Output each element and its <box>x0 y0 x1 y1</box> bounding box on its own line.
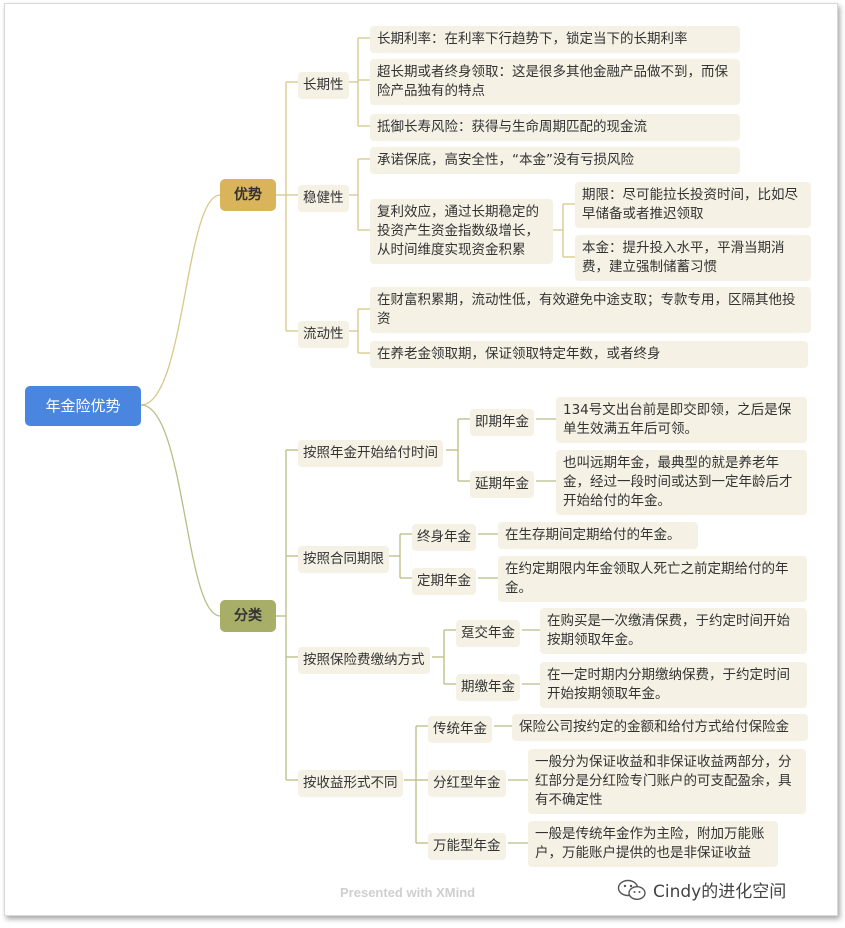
topic-immediate-annuity[interactable]: 即期年金 <box>470 409 534 436</box>
topic-universal-annuity[interactable]: 万能型年金 <box>428 833 506 860</box>
topic-participating-annuity[interactable]: 分红型年金 <box>428 770 506 797</box>
topic-installment-annuity[interactable]: 期缴年金 <box>456 674 520 701</box>
topic-lifetime-annuity[interactable]: 终身年金 <box>412 524 476 551</box>
leaf-guaranteed-principal[interactable]: 承诺保底，高安全性，“本金”没有亏损风险 <box>370 147 740 174</box>
wechat-icon <box>617 879 646 900</box>
topic-by-return-type[interactable]: 按收益形式不同 <box>298 770 403 797</box>
topic-by-contract-term[interactable]: 按照合同期限 <box>298 546 389 573</box>
topic-traditional-annuity[interactable]: 传统年金 <box>428 716 492 743</box>
root-topic[interactable]: 年金险优势 <box>25 386 141 426</box>
topic-deferred-annuity[interactable]: 延期年金 <box>470 471 534 498</box>
topic-single-premium-annuity[interactable]: 趸交年金 <box>456 620 520 647</box>
advantage-connectors <box>140 37 575 406</box>
topic-stability[interactable]: 稳健性 <box>298 185 349 212</box>
topic-liquidity[interactable]: 流动性 <box>298 321 349 348</box>
leaf-traditional-desc[interactable]: 保险公司按约定的金额和给付方式给付保险金 <box>512 714 808 741</box>
leaf-deferred-desc[interactable]: 也叫远期年金，最典型的就是养老年金，经过一段时间或达到一定年龄后才开始给付的年金… <box>556 450 807 515</box>
topic-by-start-time[interactable]: 按照年金开始给付时间 <box>298 440 443 467</box>
leaf-single-premium-desc[interactable]: 在购买是一次缴清保费，于约定时间开始按期领取年金。 <box>540 608 807 654</box>
leaf-immediate-desc[interactable]: 134号文出台前是即交即领，之后是保单生效满五年后可领。 <box>556 397 807 443</box>
leaf-payout-phase[interactable]: 在养老金领取期，保证领取特定年数，或者终身 <box>370 341 808 368</box>
branch-category[interactable]: 分类 <box>220 600 276 632</box>
watermark: Cindy的进化空间 <box>617 877 786 902</box>
branch-advantage[interactable]: 优势 <box>220 179 276 211</box>
topic-fixed-term-annuity[interactable]: 定期年金 <box>412 568 476 595</box>
topic-long-term[interactable]: 长期性 <box>298 72 349 99</box>
leaf-accumulation-phase[interactable]: 在财富积累期，流动性低，有效避免中途支取；专款专用，区隔其他投资 <box>370 287 811 333</box>
leaf-universal-desc[interactable]: 一般是传统年金作为主险，附加万能账户，万能账户提供的也是非保证收益 <box>528 821 778 867</box>
leaf-term[interactable]: 期限：尽可能拉长投资时间，比如尽早储备或者推迟领取 <box>575 182 811 228</box>
leaf-lifetime-payout[interactable]: 超长期或者终身领取：这是很多其他金融产品做不到，而保险产品独有的特点 <box>370 59 740 105</box>
category-connectors <box>140 404 556 844</box>
xmind-credit: Presented with XMind <box>340 885 476 900</box>
leaf-compound-effect[interactable]: 复利效应，通过长期稳定的投资产生资金指数级增长，从时间维度实现资金积累 <box>370 199 553 264</box>
leaf-long-term-rate[interactable]: 长期利率：在利率下行趋势下，锁定当下的长期利率 <box>370 26 740 53</box>
leaf-lifetime-desc[interactable]: 在生存期间定期给付的年金。 <box>498 522 698 549</box>
leaf-longevity-risk[interactable]: 抵御长寿风险：获得与生命周期匹配的现金流 <box>370 114 740 141</box>
leaf-fixed-term-desc[interactable]: 在约定期限内年金领取人死亡之前定期给付的年金。 <box>498 556 807 602</box>
leaf-participating-desc[interactable]: 一般分为保证收益和非保证收益两部分，分红部分是分红险专门账户的可支配盈余，具有不… <box>528 749 806 814</box>
topic-by-premium-payment[interactable]: 按照保险费缴纳方式 <box>298 647 430 674</box>
leaf-principal[interactable]: 本金：提升投入水平，平滑当期消费，建立强制储蓄习惯 <box>575 235 811 281</box>
leaf-installment-desc[interactable]: 在一定时期内分期缴纳保费，于约定时间开始按期领取年金。 <box>540 662 807 708</box>
watermark-text: Cindy的进化空间 <box>653 882 787 902</box>
